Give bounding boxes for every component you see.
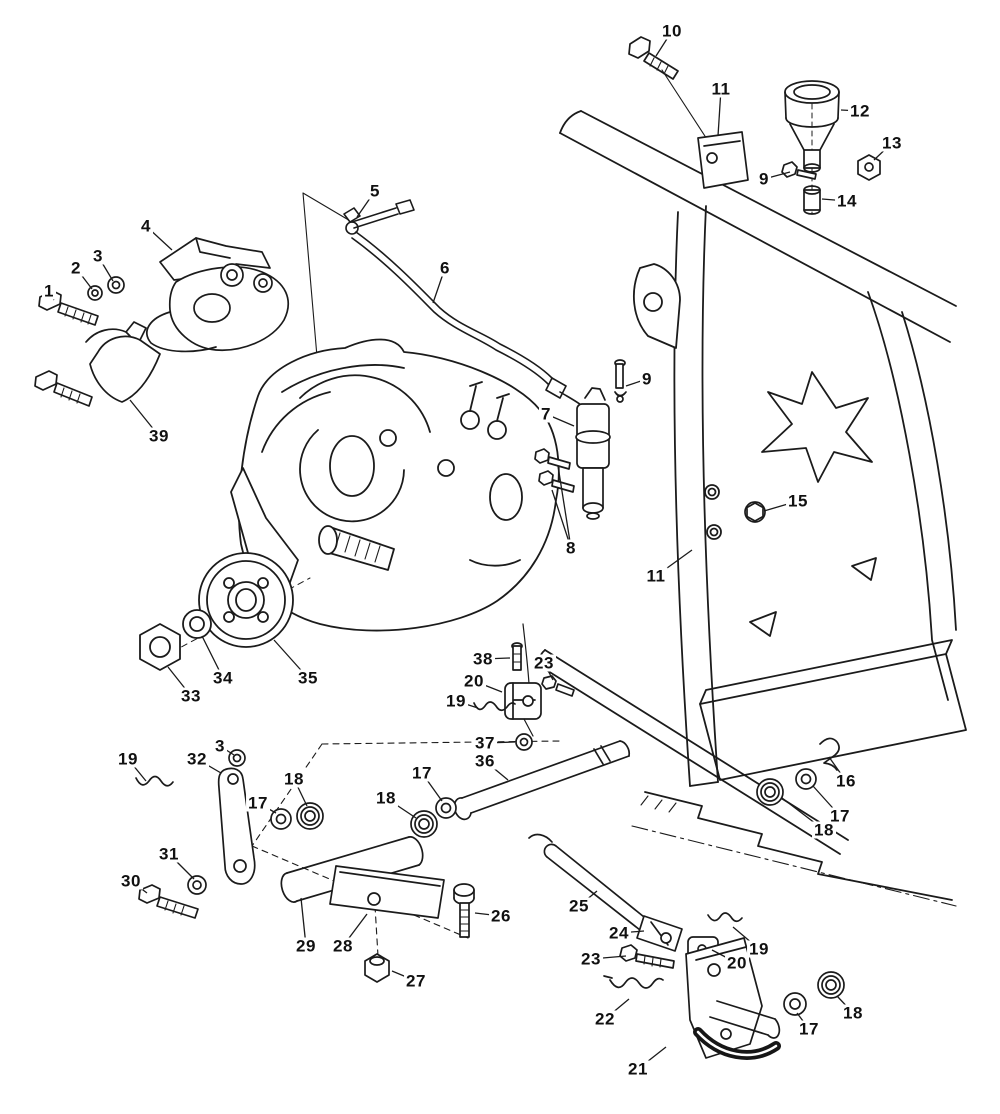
hub-assembly (139, 552, 311, 671)
leader-line-10-0 (655, 30, 673, 57)
leader-line-17-32 (421, 772, 443, 802)
leader-line-17-31 (257, 802, 277, 814)
leader-line-2-8 (75, 267, 93, 290)
leader-line-18-30 (293, 778, 308, 807)
leader-line-28-44 (342, 913, 368, 947)
leader-line-7-13 (545, 413, 575, 427)
leader-line-26-41 (474, 912, 502, 917)
leader-line-36-23 (484, 760, 509, 781)
leader-line-34-25 (201, 635, 224, 679)
leader-line-23-42 (590, 955, 627, 960)
leader-line-4-7 (145, 225, 173, 251)
leader-line-15-16 (763, 500, 799, 512)
leader-line-17-50 (796, 1012, 810, 1030)
leader-line-35-24 (273, 639, 309, 679)
leader-line-14-5 (821, 198, 848, 202)
leader-line-3-29 (219, 745, 235, 756)
leader-line-5-6 (356, 190, 376, 218)
pedal-linkage (135, 642, 957, 1060)
leader-line-23-19 (543, 662, 554, 681)
leader-line-22-48 (604, 998, 630, 1020)
leader-line-9-4 (763, 171, 791, 180)
leader-line-32-28 (196, 758, 222, 774)
leader-line-18-36 (781, 797, 825, 831)
frame (538, 110, 967, 901)
reservoir-assembly (628, 36, 881, 215)
leader-line-20-20 (473, 680, 503, 693)
leader-line-25-39 (578, 890, 598, 907)
leader-line-33-26 (167, 666, 192, 697)
leader-line-27-45 (391, 970, 417, 982)
leader-line-39-14 (129, 399, 160, 437)
leader-line-12-2 (840, 109, 861, 112)
leader-line-18-49 (836, 995, 854, 1014)
leader-line-38-18 (482, 657, 511, 660)
leader-line-30-38 (130, 880, 148, 894)
leader-line-9-12 (625, 378, 648, 387)
leader-line-13-3 (873, 142, 893, 161)
leader-line-11-1 (717, 88, 722, 137)
leader-line-8-15 (551, 489, 572, 549)
leader-line-16-34 (828, 756, 847, 782)
leader-line-17-35 (812, 785, 841, 817)
leader-line-21-51 (637, 1046, 667, 1070)
brake-valve (534, 359, 766, 523)
leader-line-31-37 (168, 853, 195, 880)
leader-line-20-47 (711, 949, 738, 964)
leader-line-24-40 (618, 930, 645, 934)
leader-line-19-21 (455, 700, 479, 709)
leader-line-8-15 (557, 465, 572, 549)
leader-line-19-46 (732, 926, 760, 950)
leader-line-19-27 (127, 758, 147, 782)
leader-line-11-17 (655, 549, 693, 577)
leader-line-6-10 (432, 267, 446, 304)
leader-line-3-9 (97, 255, 114, 282)
leader-line-37-22 (484, 741, 516, 744)
leader-line-18-33 (385, 797, 417, 819)
leader-line-1-11 (48, 290, 55, 301)
leader-line-29-43 (300, 897, 307, 947)
